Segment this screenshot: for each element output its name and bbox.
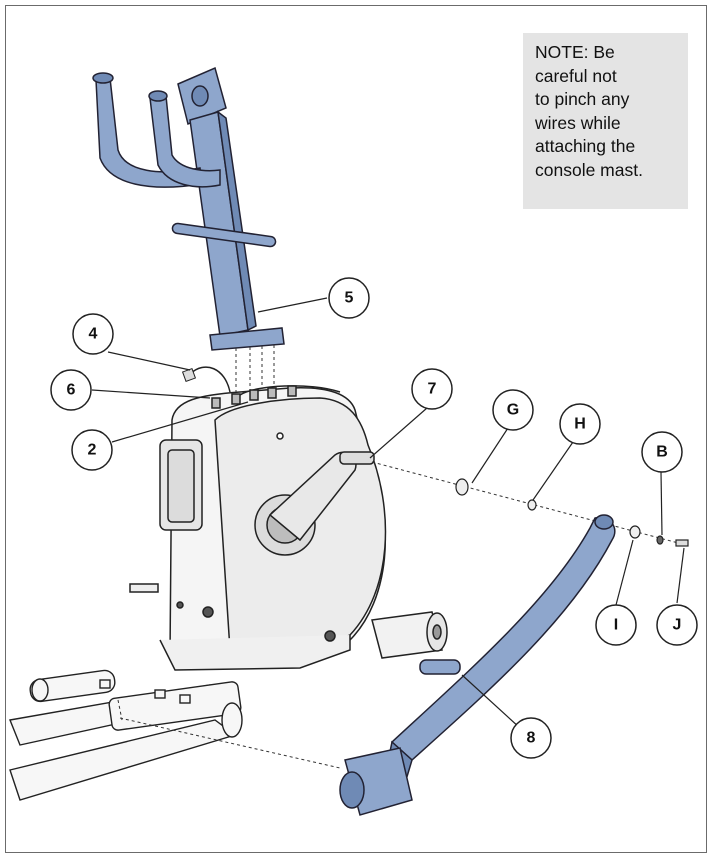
- part-h: [527, 499, 537, 511]
- note-line: NOTE: Be: [535, 42, 615, 62]
- callout-label: 8: [527, 730, 536, 747]
- callout-label: B: [656, 444, 668, 461]
- note-line: careful not: [535, 65, 617, 86]
- note-box: NOTE: Be careful not to pinch any wires …: [523, 33, 688, 209]
- callout-label: J: [673, 617, 682, 634]
- callout-label: G: [507, 402, 519, 419]
- hardware: [455, 478, 689, 547]
- part-i: [629, 525, 641, 539]
- callout-g: G: [492, 389, 534, 431]
- callout-leaders: [91, 297, 685, 729]
- callout-5: 5: [328, 277, 370, 319]
- callout-6: 6: [50, 369, 92, 411]
- callout-label: 5: [345, 290, 354, 307]
- callout-2: 2: [71, 429, 113, 471]
- arm-part-8: [339, 514, 616, 816]
- part-g: [455, 478, 469, 496]
- note-line: console mast.: [535, 159, 643, 180]
- note-line: attaching the: [535, 136, 636, 156]
- callout-label: 6: [67, 382, 76, 399]
- callout-7: 7: [411, 368, 453, 410]
- callout-label: 2: [88, 442, 97, 459]
- callout-b: B: [641, 431, 683, 473]
- part-b: [656, 535, 664, 545]
- callout-h: H: [559, 403, 601, 445]
- callout-label: H: [574, 416, 586, 433]
- callout-4: 4: [72, 313, 114, 355]
- console-mast: [92, 66, 285, 351]
- callout-j: J: [656, 604, 698, 646]
- callout-8: 8: [510, 717, 552, 759]
- callout-i: I: [595, 604, 637, 646]
- wire: [189, 366, 231, 393]
- callout-label: 4: [89, 326, 98, 343]
- callout-label: 7: [428, 381, 437, 398]
- wire-connector: [181, 367, 197, 383]
- main-housing: [129, 385, 448, 671]
- callout-label: I: [614, 617, 618, 634]
- part-j: [675, 539, 689, 547]
- note-text: NOTE: Be careful not to pinch any wires …: [535, 41, 678, 182]
- note-line: wires while: [535, 112, 621, 133]
- callouts: 5 4 6 2 7 G H B I J 8: [50, 277, 698, 759]
- base-frame: [9, 669, 243, 801]
- note-line: to pinch any: [535, 89, 630, 109]
